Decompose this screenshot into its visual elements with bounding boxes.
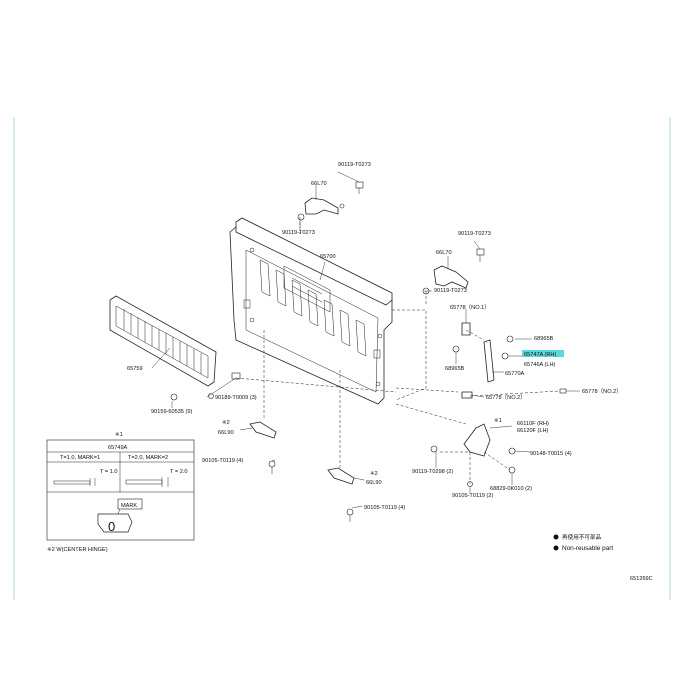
callout-66L70-top: 66L70 bbox=[311, 181, 327, 187]
callout-65778-no2-right: 65778（NO.2） bbox=[582, 388, 622, 395]
detail-note-mark: ※1 bbox=[115, 431, 123, 438]
non-reusable-dot-icon bbox=[553, 545, 559, 551]
callout-68829-0K010: 68829-0K010 (2) bbox=[490, 486, 532, 492]
leader-lines bbox=[151, 171, 580, 509]
callout-note-1-hinge: ※1 bbox=[494, 417, 502, 424]
detail-col1-header: T=1.0, MARK=1 bbox=[60, 455, 100, 461]
callout-90189-T0009: 90189-T0009 (3) bbox=[215, 395, 257, 401]
bolt-icon bbox=[355, 181, 364, 194]
center-hinge-66L90-a bbox=[249, 421, 277, 474]
callout-66120F-LH: 66120F (LH) bbox=[517, 428, 549, 434]
callout-90119-T0273-right: 90119-T0273 bbox=[458, 231, 491, 237]
callout-90105-T0119-2: 90105-T0119 (2) bbox=[452, 493, 493, 499]
mark-symbol-icon: 0 bbox=[108, 519, 115, 534]
lower-hinge-66110F bbox=[430, 423, 516, 487]
callout-65770A: 65770A bbox=[505, 371, 525, 377]
callout-90148-T0015: 90148-T0015 (4) bbox=[530, 451, 572, 457]
detail-mark-label: MARK bbox=[121, 503, 137, 509]
callout-90119-T0273-top: 90119-T0273 bbox=[338, 162, 371, 168]
figure-id: 651269C bbox=[630, 576, 653, 582]
misc-fasteners bbox=[170, 372, 567, 401]
detail-col2-header: T=2.0, MARK=2 bbox=[128, 455, 168, 461]
callout-note-2-b: ※2 bbox=[370, 470, 378, 477]
callout-90119-T0298: 90119-T0298 (2) bbox=[412, 469, 453, 475]
callout-68965B-lower: 68965B bbox=[445, 366, 465, 372]
callout-66L70-right: 66L70 bbox=[436, 250, 452, 256]
legend-en: Non-reusable part bbox=[562, 545, 613, 552]
tailgate-protector-grille bbox=[109, 295, 217, 387]
callout-65778-no2-left: 65778（NO.2） bbox=[486, 394, 526, 401]
hinge-66L70-top bbox=[297, 181, 364, 221]
detail-box-65749A: ※1 65749A T=1.0, MARK=1 T=2.0, MARK=2 T … bbox=[46, 431, 195, 541]
bolt-icon bbox=[476, 248, 485, 262]
callout-68965B-upper: 68965B bbox=[534, 336, 554, 342]
callout-labels: 90119-T0273 66L70 90119-T0273 65700 9011… bbox=[127, 162, 622, 511]
tailgate-window-slots bbox=[259, 259, 367, 357]
tailgate-support-cable-assembly bbox=[452, 322, 514, 399]
callout-90159-60535: 90159-60535 (9) bbox=[151, 409, 193, 415]
callout-65700: 65700 bbox=[320, 254, 336, 260]
footnote-center-hinge: ※2 W(CENTER HINGE) bbox=[47, 546, 108, 553]
tailgate-panel bbox=[229, 217, 393, 405]
callout-65747A-RH: 65747A (RH) bbox=[524, 352, 556, 358]
non-reusable-dot-icon bbox=[553, 534, 559, 540]
highlight-65747A bbox=[522, 350, 564, 357]
detail-col1-thickness: T = 1.0 bbox=[100, 469, 117, 475]
hinge-66L70-right bbox=[422, 248, 485, 295]
callout-65778-no1: 65778（NO.1） bbox=[450, 304, 490, 311]
legend-jp: 再使用不可部品 bbox=[562, 533, 602, 541]
callout-65759: 65759 bbox=[127, 366, 143, 372]
detail-part-number: 65749A bbox=[108, 445, 128, 451]
callout-90105-T0119-4-b: 90105-T0119 (4) bbox=[364, 505, 405, 511]
center-hinge-66L90-b bbox=[327, 467, 355, 522]
callout-65746A-LH: 65746A (LH) bbox=[524, 362, 556, 368]
callout-90119-T0273-hinge: 90119-T0273 bbox=[434, 288, 467, 294]
callout-66L90-a: 66L90 bbox=[218, 430, 234, 436]
callout-90105-T0119-4-a: 90105-T0119 (4) bbox=[202, 458, 243, 464]
assembly-dashed-lines bbox=[235, 217, 561, 484]
callout-66110F-RH: 66110F (RH) bbox=[517, 421, 549, 427]
callout-note-2-a: ※2 bbox=[222, 419, 230, 426]
detail-col2-thickness: T = 2.0 bbox=[170, 469, 187, 475]
callout-66L90-b: 66L90 bbox=[366, 480, 382, 486]
legend: 再使用不可部品 Non-reusable part bbox=[553, 533, 613, 552]
callout-90119-T0273-left: 90119-T0273 bbox=[282, 230, 315, 236]
